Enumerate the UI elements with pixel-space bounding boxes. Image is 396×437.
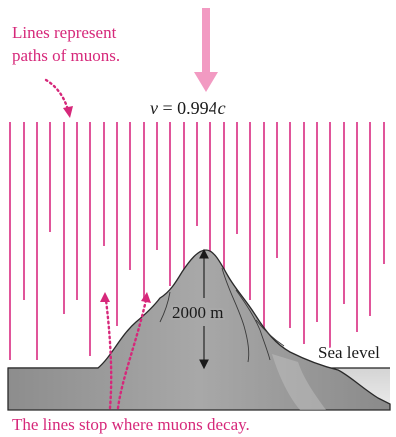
velocity-label: v = 0.994c: [150, 98, 226, 118]
velocity-symbol: v: [150, 98, 158, 118]
paths-label-line2: paths of muons.: [12, 46, 120, 65]
down-arrow-icon: [194, 8, 218, 92]
pointer-arrowheads: [63, 106, 151, 303]
mountain-shadow: [272, 354, 326, 410]
velocity-c: c: [218, 98, 226, 118]
muon-paths: [9, 122, 385, 360]
paths-label-line1: Lines represent: [12, 23, 117, 42]
velocity-value: = 0.994: [158, 98, 218, 118]
mountain: [7, 249, 391, 411]
height-label: 2000 m: [172, 303, 223, 322]
height-arrow: [199, 248, 209, 370]
sea-level-label: Sea level: [318, 343, 380, 362]
dotted-curved-arrow-icon: [44, 78, 148, 410]
decay-caption: The lines stop where muons decay.: [12, 415, 250, 434]
mountain-ridges: [159, 267, 285, 363]
